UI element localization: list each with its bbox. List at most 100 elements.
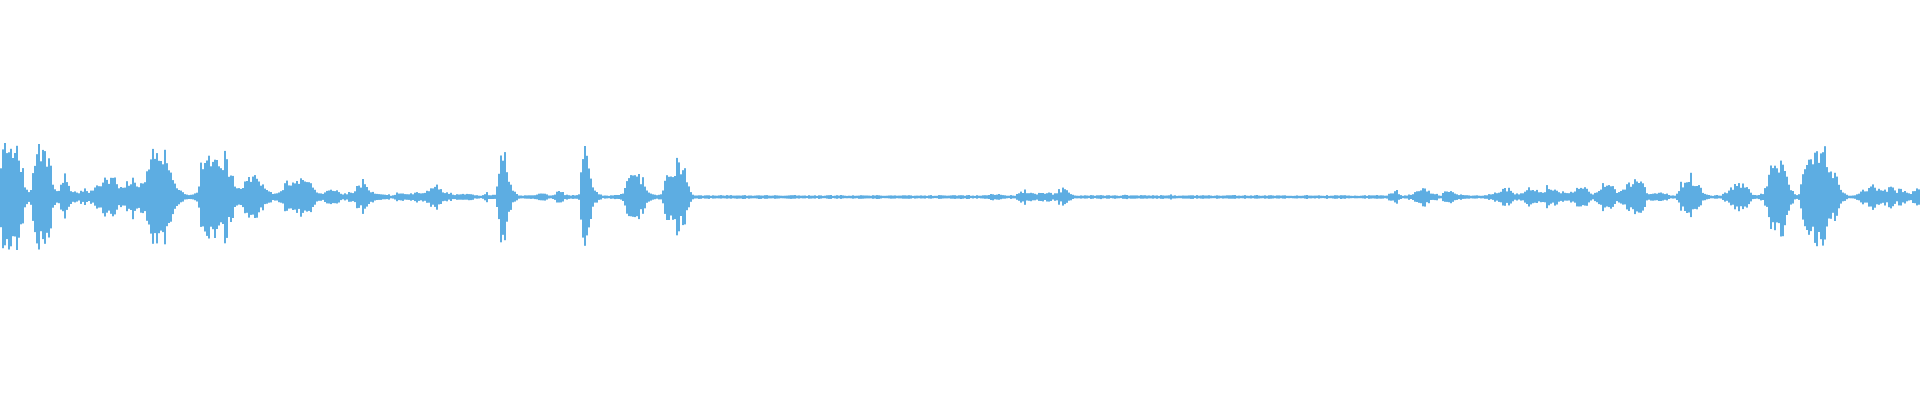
- waveform-sample: [662, 190, 664, 204]
- waveform-sample: [722, 195, 724, 199]
- waveform-sample: [1166, 195, 1168, 199]
- waveform-sample: [6, 153, 8, 240]
- waveform-sample: [1050, 192, 1052, 201]
- waveform-sample: [1722, 193, 1724, 200]
- waveform-sample: [628, 178, 630, 217]
- waveform-sample: [318, 193, 320, 201]
- waveform-sample: [1188, 195, 1190, 199]
- waveform-sample: [1114, 195, 1116, 199]
- waveform-sample: [410, 193, 412, 201]
- waveform-sample: [1910, 194, 1912, 201]
- waveform-sample: [1810, 159, 1812, 232]
- waveform-sample: [530, 195, 532, 199]
- waveform-sample: [836, 195, 838, 199]
- waveform-sample: [588, 168, 590, 228]
- waveform-sample: [1324, 195, 1326, 199]
- waveform-sample: [1816, 151, 1818, 247]
- waveform-sample: [1528, 187, 1530, 207]
- waveform-sample: [1870, 186, 1872, 207]
- waveform-sample: [788, 195, 790, 199]
- waveform-sample: [490, 195, 492, 199]
- waveform-sample: [338, 192, 340, 203]
- waveform-sample: [818, 195, 820, 199]
- waveform-sample: [796, 195, 798, 199]
- waveform-sample: [606, 195, 608, 199]
- waveform-sample: [196, 192, 198, 202]
- waveform-sample: [1108, 195, 1110, 199]
- waveform-sample: [308, 182, 310, 211]
- waveform-sample: [84, 188, 86, 205]
- waveform-sample: [848, 195, 850, 199]
- waveform-sample: [190, 194, 192, 200]
- waveform-sample: [642, 177, 644, 214]
- waveform-sample: [1640, 181, 1642, 213]
- waveform-sample: [1042, 193, 1044, 202]
- waveform-sample: [4, 143, 6, 246]
- waveform-sample: [358, 185, 360, 208]
- waveform-sample: [1458, 195, 1460, 200]
- waveform-sample: [1350, 195, 1352, 199]
- waveform-sample: [1260, 195, 1262, 199]
- waveform-sample: [578, 194, 580, 200]
- waveform-sample: [1208, 195, 1210, 199]
- waveform-sample: [1428, 190, 1430, 204]
- waveform-sample: [1838, 184, 1840, 209]
- waveform-sample: [1230, 195, 1232, 199]
- waveform-sample: [712, 195, 714, 199]
- waveform-sample: [1054, 193, 1056, 201]
- waveform-sample: [334, 191, 336, 204]
- waveform-sample: [478, 195, 480, 199]
- waveform-sample: [1828, 172, 1830, 219]
- waveform-sample: [36, 154, 38, 244]
- waveform-sample: [464, 194, 466, 200]
- waveform-sample: [8, 152, 10, 250]
- waveform-sample: [456, 194, 458, 200]
- waveform-sample: [412, 194, 414, 200]
- waveform-sample: [122, 187, 124, 206]
- waveform-sample: [718, 195, 720, 199]
- waveform-sample: [1382, 195, 1384, 199]
- waveform-sample: [840, 195, 842, 199]
- waveform-sample: [1110, 195, 1112, 199]
- waveform-sample: [1646, 193, 1648, 201]
- waveform-sample: [1418, 191, 1420, 203]
- waveform-sample: [732, 195, 734, 199]
- waveform-sample: [1490, 194, 1492, 200]
- waveform-sample: [708, 195, 710, 199]
- waveform-sample: [906, 195, 908, 199]
- waveform-sample: [1616, 193, 1618, 202]
- waveform-sample: [1138, 195, 1140, 199]
- waveform-sample: [116, 184, 118, 210]
- waveform-sample: [1688, 182, 1690, 213]
- waveform-sample: [598, 194, 600, 200]
- waveform-sample: [970, 195, 972, 199]
- waveform-sample: [260, 185, 262, 208]
- waveform-sample: [512, 190, 514, 203]
- waveform-sample: [1530, 190, 1532, 205]
- waveform-sample: [492, 194, 494, 199]
- waveform-sample: [1240, 195, 1242, 199]
- waveform-sample: [930, 195, 932, 199]
- waveform-sample: [426, 190, 428, 203]
- waveform-sample: [1798, 194, 1800, 200]
- waveform-sample: [1714, 195, 1716, 199]
- waveform-sample: [1608, 185, 1610, 208]
- waveform-sample: [758, 195, 760, 199]
- waveform-sample: [762, 195, 764, 199]
- waveform-sample: [916, 195, 918, 199]
- waveform-sample: [1612, 186, 1614, 207]
- waveform-sample: [1424, 188, 1426, 207]
- waveform-sample: [1298, 195, 1300, 199]
- waveform-sample: [1438, 195, 1440, 199]
- waveform-sample: [1200, 195, 1202, 199]
- waveform-sample: [842, 195, 844, 199]
- waveform-sample: [914, 195, 916, 199]
- waveform-sample: [1694, 186, 1696, 209]
- waveform-sample: [20, 172, 22, 225]
- waveform-sample: [1186, 195, 1188, 199]
- waveform-sample: [1796, 195, 1798, 199]
- waveform-sample: [1472, 195, 1474, 199]
- waveform-sample: [604, 195, 606, 199]
